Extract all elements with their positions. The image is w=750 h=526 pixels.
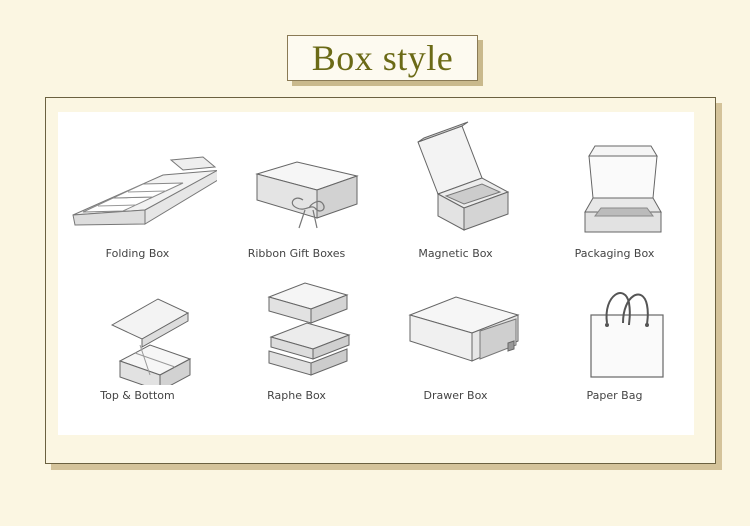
box-style-label: Raphe Box: [267, 389, 326, 402]
folding-box-icon: [72, 156, 217, 226]
top-bottom-box-icon: [110, 298, 192, 385]
box-style-item-paper-bag: Paper Bag: [535, 275, 694, 425]
box-style-label: Magnetic Box: [418, 247, 493, 260]
box-style-item-folding-box: Folding Box: [58, 112, 217, 262]
box-style-label: Drawer Box: [423, 389, 488, 402]
box-style-item-ribbon-gift-boxes: Ribbon Gift Boxes: [217, 112, 376, 262]
box-style-item-top-bottom: Top & Bottom: [58, 275, 217, 425]
box-style-item-magnetic-box: Magnetic Box: [376, 112, 535, 262]
drawer-box-icon: [408, 296, 520, 362]
box-style-label: Packaging Box: [574, 247, 655, 260]
raphe-box-icon: [267, 282, 351, 376]
magnetic-box-icon: [417, 121, 510, 231]
box-style-item-packaging-box: Packaging Box: [535, 112, 694, 262]
box-style-label: Top & Bottom: [100, 389, 175, 402]
box-style-label: Ribbon Gift Boxes: [247, 247, 346, 260]
box-style-label: Paper Bag: [586, 389, 643, 402]
paper-bag-icon: [590, 292, 664, 378]
title-box: Box style: [287, 35, 478, 81]
packaging-box-icon: [584, 145, 662, 233]
page-title: Box style: [311, 38, 454, 78]
box-style-label: Folding Box: [105, 247, 170, 260]
box-style-gallery: Folding Box Ribbon Gift Boxes Magnetic B…: [58, 112, 694, 435]
ribbon-gift-box-icon: [255, 161, 359, 229]
box-style-item-raphe-box: Raphe Box: [217, 275, 376, 425]
box-style-item-drawer-box: Drawer Box: [376, 275, 535, 425]
